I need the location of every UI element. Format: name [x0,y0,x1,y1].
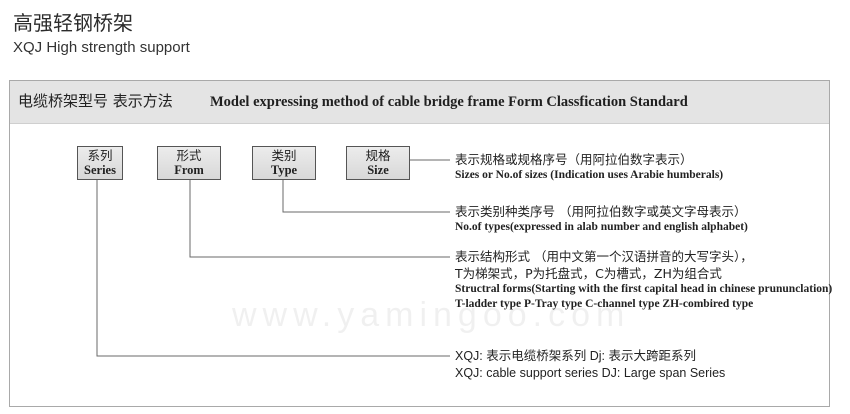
form-description-cn-1: 表示结构形式 （用中文第一个汉语拼音的大写字头）， [455,249,753,264]
form-description-en-2: T-ladder type P-Tray type C-channel type… [455,298,754,310]
type-description-en: No.of types(expressed in alab number and… [455,221,748,233]
page-title-cn: 高强轻钢桥架 [13,11,133,35]
form-description-cn-2: T为梯架式，P为托盘式，C为槽式，ZH为组合式 [455,266,722,281]
watermark: www.yamingoo.com [232,296,631,334]
type-box-cn: 类别 [271,148,297,163]
size-box: 规格 Size [346,146,410,180]
series-description-cn: XQJ: 表示电缆桥架系列 Dj: 表示大跨距系列 [455,349,696,363]
type-description: 表示类别种类序号 （用阿拉伯数字或英文字母表示） No.of types(exp… [455,203,748,235]
panel-title-cn: 电缆桥架型号 表示方法 [18,92,173,110]
size-box-en: Size [367,163,389,177]
connector-form [189,180,450,258]
form-box: 形式 From [157,146,221,180]
series-description: XQJ: 表示电缆桥架系列 Dj: 表示大跨距系列 XQJ: cable sup… [455,348,725,382]
form-box-cn: 形式 [176,148,202,163]
form-description-en-1: Structral forms(Starting with the first … [455,283,833,295]
type-description-cn: 表示类别种类序号 （用阿拉伯数字或英文字母表示） [455,204,747,219]
page-title-en: XQJ High strength support [13,39,190,56]
type-box-en: Type [270,163,298,177]
panel-header-band: 电缆桥架型号 表示方法 Model expressing method of c… [10,81,829,124]
form-box-en: From [174,163,204,177]
model-method-panel: 电缆桥架型号 表示方法 Model expressing method of c… [9,80,830,407]
connector-series [96,180,450,357]
panel-title-en: Model expressing method of cable bridge … [210,94,688,110]
connector-type [282,180,450,213]
size-box-cn: 规格 [365,148,391,163]
series-box: 系列 Series [77,146,123,180]
series-box-cn: 系列 [87,148,113,163]
form-description: 表示结构形式 （用中文第一个汉语拼音的大写字头）， T为梯架式，P为托盘式，C为… [455,248,832,312]
series-description-en: XQJ: cable support series DJ: Large span… [455,366,726,380]
size-description-cn: 表示规格或规格序号（用阿拉伯数字表示） [455,152,693,167]
series-box-en: Series [84,163,116,177]
type-box: 类别 Type [252,146,316,180]
size-description-en: Sizes or No.of sizes (Indication uses Ar… [455,169,724,181]
size-description: 表示规格或规格序号（用阿拉伯数字表示） Sizes or No.of sizes… [455,151,723,183]
